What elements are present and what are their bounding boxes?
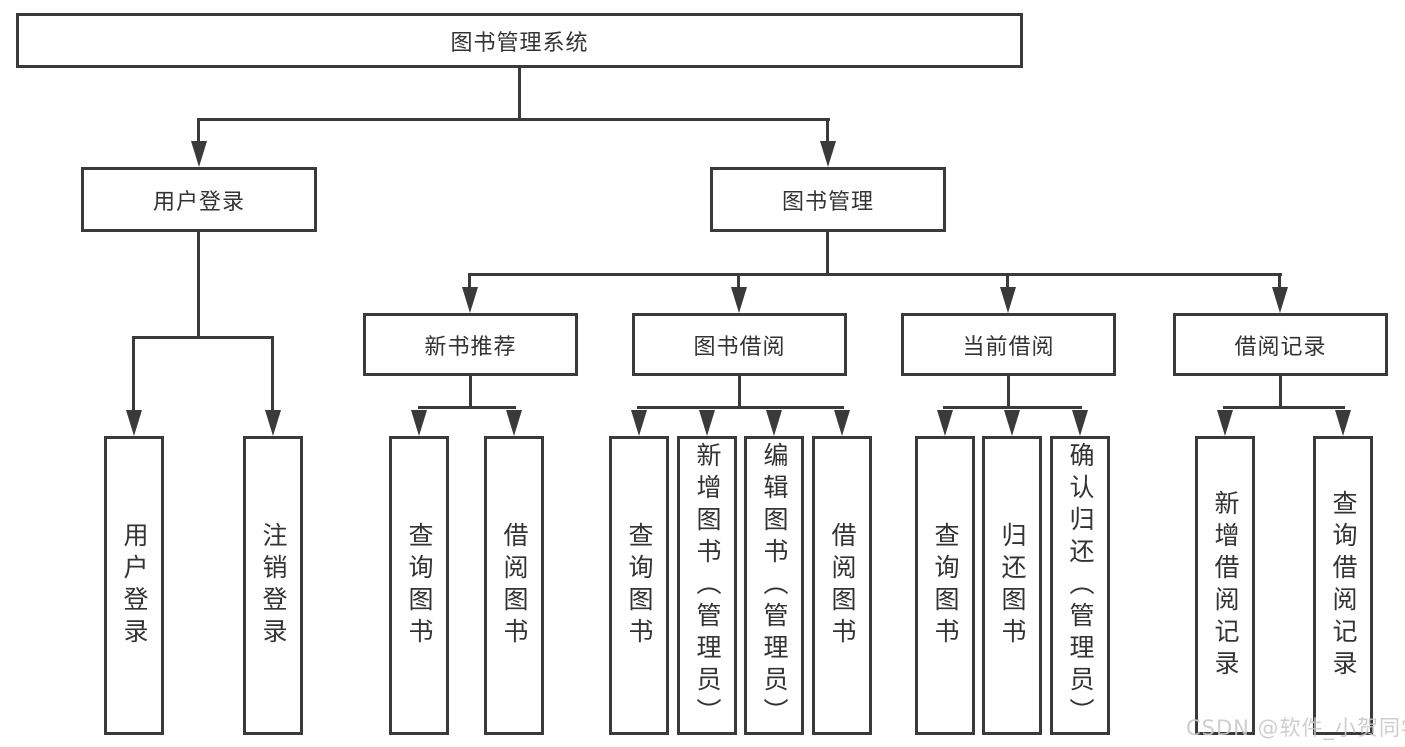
- arrow-down-icon: [820, 141, 836, 167]
- node-library-system: 图书管理系统: [16, 13, 1023, 68]
- connector-new-rec-branch: [418, 406, 516, 409]
- leaf-query-book-1-label: 查询图书: [405, 521, 434, 650]
- node-borrow-records-label: 借阅记录: [1234, 334, 1327, 360]
- connector-user-login-stem: [197, 232, 200, 336]
- watermark-text: CSDN @软件_小贺同学: [1186, 716, 1405, 740]
- connector-book-borrow-branch: [637, 406, 844, 409]
- connector-user-login-drop: [197, 118, 200, 148]
- node-book-borrow-label: 图书借阅: [693, 334, 786, 360]
- connector-borrow-records-branch: [1223, 406, 1345, 409]
- connector-level3-branch: [469, 273, 1282, 276]
- node-book-borrow: 图书借阅: [632, 313, 847, 376]
- connector-borrow-records-stem: [1279, 376, 1282, 406]
- leaf-return-book-label: 归还图书: [998, 521, 1027, 650]
- leaf-edit-book-admin-label: 编辑图书（管理员）: [760, 441, 789, 730]
- arrow-down-icon: [731, 287, 747, 313]
- node-current-borrow: 当前借阅: [901, 313, 1116, 376]
- connector-book-borrow-stem: [738, 376, 741, 406]
- arrow-down-icon: [1072, 410, 1088, 436]
- leaf-user-login: 用户登录: [104, 436, 164, 735]
- node-library-system-label: 图书管理系统: [450, 30, 589, 56]
- arrow-down-icon: [937, 410, 953, 436]
- arrow-down-icon: [1000, 287, 1016, 313]
- connector-current-borrow-branch: [943, 406, 1082, 409]
- leaf-confirm-return-admin-label: 确认归还（管理员）: [1066, 441, 1095, 730]
- connector-book-mgmt-stem: [826, 232, 829, 273]
- connector-leaf-logout-drop: [271, 336, 274, 416]
- node-user-login: 用户登录: [81, 167, 317, 232]
- arrow-down-icon: [834, 410, 850, 436]
- leaf-query-book-2: 查询图书: [609, 436, 669, 735]
- node-current-borrow-label: 当前借阅: [962, 334, 1055, 360]
- leaf-query-book-3: 查询图书: [915, 436, 975, 735]
- arrow-down-icon: [191, 141, 207, 167]
- connector-book-borrow-drop: [737, 273, 740, 293]
- connector-borrow-records-drop: [1278, 273, 1281, 293]
- arrow-down-icon: [506, 410, 522, 436]
- connector-new-rec-drop: [468, 273, 471, 293]
- leaf-query-book-3-label: 查询图书: [931, 521, 960, 650]
- leaf-query-borrow-record-label: 查询借阅记录: [1329, 489, 1358, 682]
- node-book-management: 图书管理: [710, 167, 946, 232]
- arrow-down-icon: [1217, 410, 1233, 436]
- leaf-edit-book-admin: 编辑图书（管理员）: [744, 436, 804, 735]
- node-book-management-label: 图书管理: [781, 189, 874, 215]
- connector-book-mgmt-drop: [826, 118, 829, 148]
- connector-user-login-branch: [132, 336, 274, 339]
- arrow-down-icon: [462, 287, 478, 313]
- arrow-down-icon: [411, 410, 427, 436]
- connector-current-borrow-drop: [1006, 273, 1009, 293]
- leaf-add-book-admin-label: 新增图书（管理员）: [693, 441, 722, 730]
- leaf-logout-login-label: 注销登录: [259, 521, 288, 650]
- leaf-add-borrow-record-label: 新增借阅记录: [1211, 489, 1240, 682]
- connector-root-stem: [518, 67, 521, 118]
- leaf-query-book-2-label: 查询图书: [625, 521, 654, 650]
- leaf-confirm-return-admin: 确认归还（管理员）: [1050, 436, 1110, 735]
- connector-leaf-user-login-drop: [132, 336, 135, 416]
- connector-current-borrow-stem: [1007, 376, 1010, 406]
- leaf-borrow-book-1-label: 借阅图书: [500, 521, 529, 650]
- connector-level2-branch: [197, 118, 830, 121]
- arrow-down-icon: [631, 410, 647, 436]
- node-new-book-recommend-label: 新书推荐: [424, 334, 517, 360]
- leaf-borrow-book-2: 借阅图书: [812, 436, 872, 735]
- connector-new-rec-stem: [469, 376, 472, 406]
- leaf-return-book: 归还图书: [982, 436, 1042, 735]
- arrow-down-icon: [1272, 287, 1288, 313]
- node-user-login-label: 用户登录: [152, 189, 245, 215]
- leaf-logout-login: 注销登录: [243, 436, 303, 735]
- leaf-borrow-book-2-label: 借阅图书: [828, 521, 857, 650]
- node-borrow-records: 借阅记录: [1173, 313, 1388, 376]
- leaf-user-login-label: 用户登录: [120, 521, 149, 650]
- arrow-down-icon: [1335, 410, 1351, 436]
- leaf-add-book-admin: 新增图书（管理员）: [677, 436, 737, 735]
- leaf-query-book-1: 查询图书: [389, 436, 449, 735]
- arrow-down-icon: [1004, 410, 1020, 436]
- leaf-borrow-book-1: 借阅图书: [484, 436, 544, 735]
- leaf-query-borrow-record: 查询借阅记录: [1313, 436, 1373, 735]
- leaf-add-borrow-record: 新增借阅记录: [1195, 436, 1255, 735]
- arrow-down-icon: [699, 410, 715, 436]
- node-new-book-recommend: 新书推荐: [363, 313, 578, 376]
- arrow-down-icon: [126, 410, 142, 436]
- arrow-down-icon: [766, 410, 782, 436]
- arrow-down-icon: [265, 410, 281, 436]
